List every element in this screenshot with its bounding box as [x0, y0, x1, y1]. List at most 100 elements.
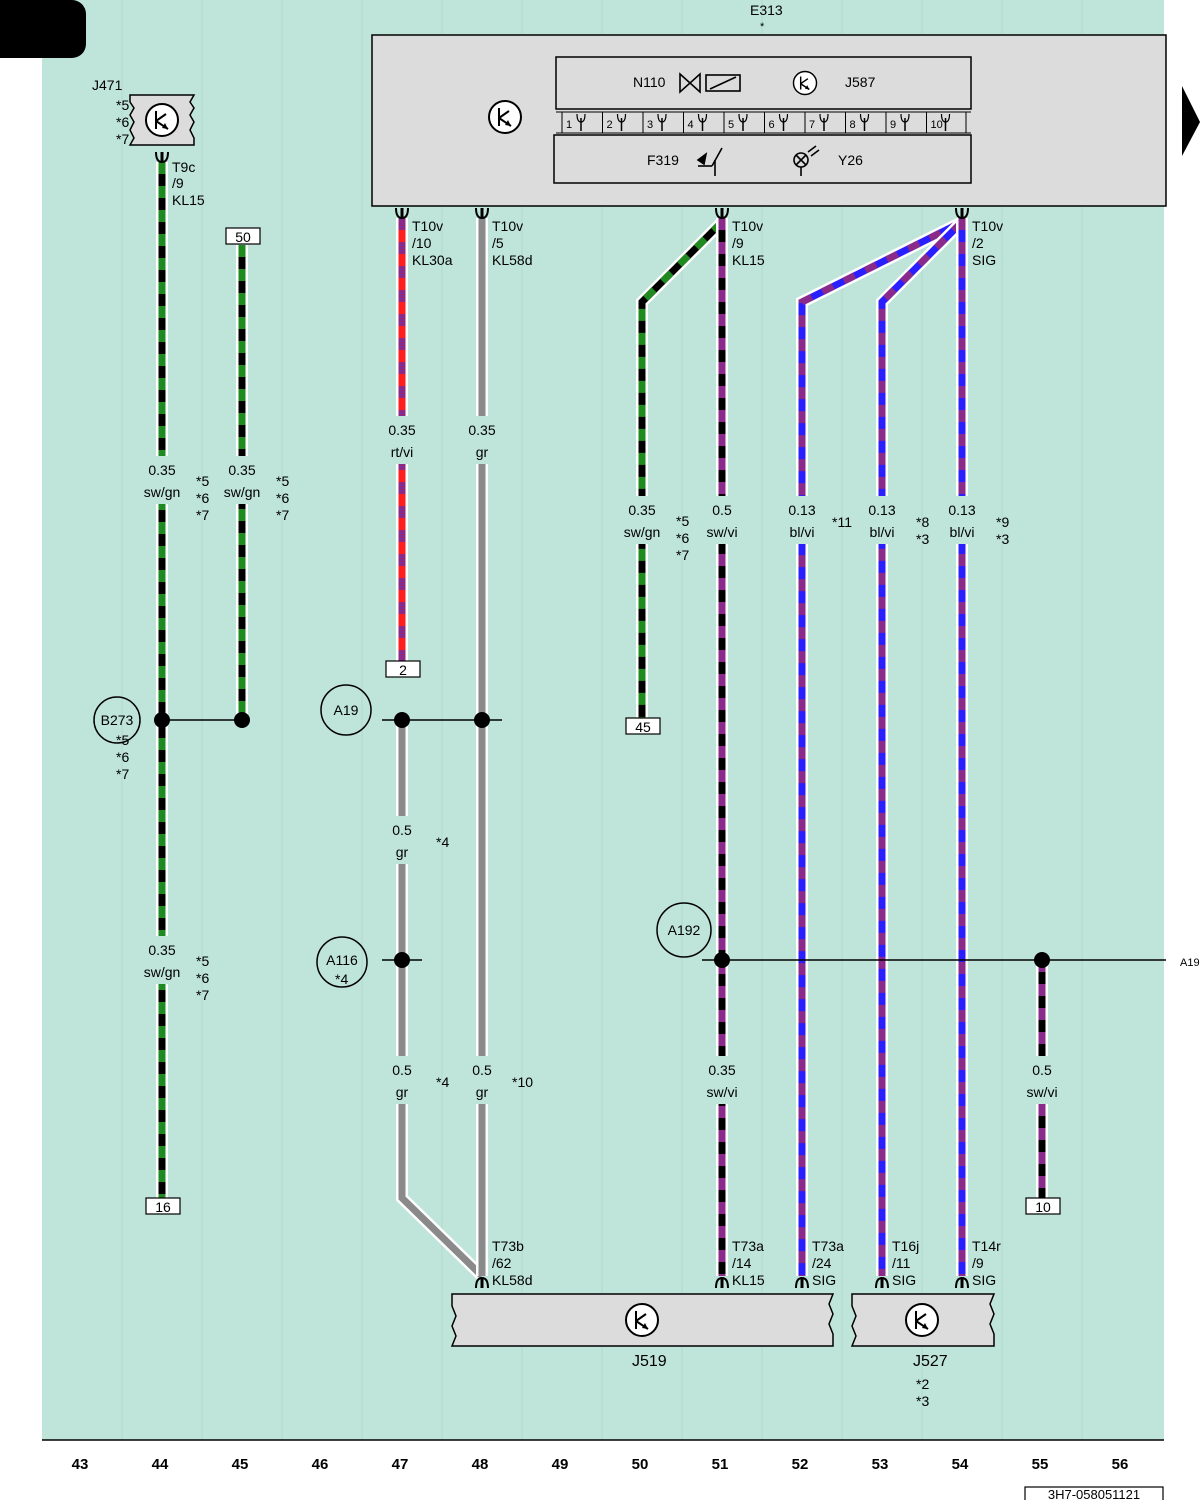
wire-53 [878, 219, 965, 1276]
splice-a192: A192 [656, 902, 712, 958]
footnote: *11 [832, 514, 852, 530]
column-number: 44 [152, 1456, 169, 1473]
column-number: 49 [552, 1456, 569, 1473]
j527-note-1: *2 [916, 1376, 929, 1392]
footnote: *5 [676, 513, 689, 529]
conn-label: T10v [972, 218, 1003, 234]
splice-ref-a19: A19 [1180, 957, 1200, 969]
column-number: 56 [1112, 1456, 1129, 1473]
conn-label: T9c [172, 159, 195, 175]
conn-label: /24 [812, 1255, 832, 1271]
footnote: *6 [676, 530, 689, 546]
svg-text:*7: *7 [116, 766, 129, 782]
wire-color: gr [396, 844, 409, 860]
conn-label: KL15 [732, 1272, 765, 1288]
footnote: *8 [916, 514, 929, 530]
next-page-arrow-icon[interactable] [1182, 86, 1200, 156]
box-j587 [555, 56, 972, 110]
column-number: 46 [312, 1456, 329, 1473]
svg-text:*5: *5 [116, 732, 129, 748]
svg-text:*4: *4 [335, 971, 348, 987]
conn-label: T10v [492, 218, 523, 234]
footnote: *9 [996, 514, 1009, 530]
conn-label: KL30a [412, 252, 453, 268]
conn-label: T73b [492, 1238, 524, 1254]
pin-number: 3 [647, 119, 653, 131]
footnote: *7 [196, 507, 209, 523]
pin-number: 4 [688, 119, 694, 131]
wire-color: sw/vi [706, 1084, 737, 1100]
pin-strip [556, 111, 971, 134]
footnote: *7 [276, 507, 289, 523]
wire-color: bl/vi [870, 524, 895, 540]
wire-color: sw/vi [706, 524, 737, 540]
pin-number: 2 [607, 119, 613, 131]
column-number: 47 [392, 1456, 409, 1473]
label-j527: J527 [913, 1353, 948, 1370]
svg-text:2: 2 [399, 662, 407, 678]
conn-label: T10v [732, 218, 763, 234]
wire-color: sw/gn [224, 484, 261, 500]
column-number: 53 [872, 1456, 889, 1473]
column-number: 43 [72, 1456, 89, 1473]
ecu-icon-j527 [905, 1303, 939, 1337]
wire-color: sw/gn [144, 484, 181, 500]
ecu-title: E313 [750, 2, 783, 18]
label-j471: J471 [92, 77, 123, 93]
conn-label: SIG [892, 1272, 916, 1288]
conn-label: /11 [892, 1255, 911, 1271]
footnote: *5 [196, 953, 209, 969]
conn-label: T14r [972, 1238, 1001, 1254]
column-number: 48 [472, 1456, 489, 1473]
wire-size: 0.35 [148, 462, 175, 478]
docref-box [1024, 1486, 1164, 1500]
ref-boxes: 16 50 2 45 10 [145, 227, 1061, 1215]
column-number: 55 [1032, 1456, 1049, 1473]
pin-number: 6 [769, 119, 775, 131]
footnote: *3 [996, 531, 1009, 547]
conn-label: KL15 [172, 192, 205, 208]
footnote: *4 [436, 1074, 449, 1090]
wire-50-stripe [638, 219, 725, 718]
footnote: *6 [196, 970, 209, 986]
label-n110: N110 [633, 74, 666, 90]
svg-text:B273: B273 [101, 712, 134, 728]
conn-label: /9 [732, 235, 744, 251]
pin-number: 8 [850, 119, 856, 131]
wire-color: bl/vi [950, 524, 975, 540]
wire-size: 0.5 [472, 1062, 492, 1078]
footnote: *4 [436, 834, 449, 850]
conn-label: /2 [972, 235, 984, 251]
conn-label: SIG [812, 1272, 836, 1288]
svg-text:A19: A19 [334, 702, 359, 718]
conn-label: SIG [972, 252, 996, 268]
wire-color: rt/vi [391, 444, 414, 460]
conn-label: SIG [972, 1272, 996, 1288]
column-number: 50 [632, 1456, 649, 1473]
wire-size: 0.5 [392, 822, 412, 838]
ecu-icon [488, 100, 522, 134]
footnote: *6 [196, 490, 209, 506]
label-j519: J519 [632, 1353, 667, 1370]
wire-size: 0.13 [788, 502, 815, 518]
docref: 3H7-058051121 [1048, 1487, 1140, 1500]
svg-text:*6: *6 [116, 749, 129, 765]
svg-text:45: 45 [635, 719, 651, 735]
pin-number: 7 [809, 119, 815, 131]
footnote: *5 [196, 473, 209, 489]
pin-number: 5 [728, 119, 734, 131]
footnote: *7 [196, 987, 209, 1003]
label-j587: J587 [845, 74, 876, 90]
conn-label: /9 [972, 1255, 984, 1271]
wire-size: 0.35 [148, 942, 175, 958]
conn-label: T16j [892, 1238, 919, 1254]
splice-a116: A116 *4 [316, 936, 368, 988]
svg-text:10: 10 [1035, 1199, 1051, 1215]
label-f319: F319 [647, 152, 679, 168]
lamp-icon [793, 145, 820, 176]
conn-label: /14 [732, 1255, 752, 1271]
ecu-icon-j587 [792, 70, 818, 96]
box-f319 [553, 134, 972, 184]
footnote: *10 [512, 1074, 533, 1090]
